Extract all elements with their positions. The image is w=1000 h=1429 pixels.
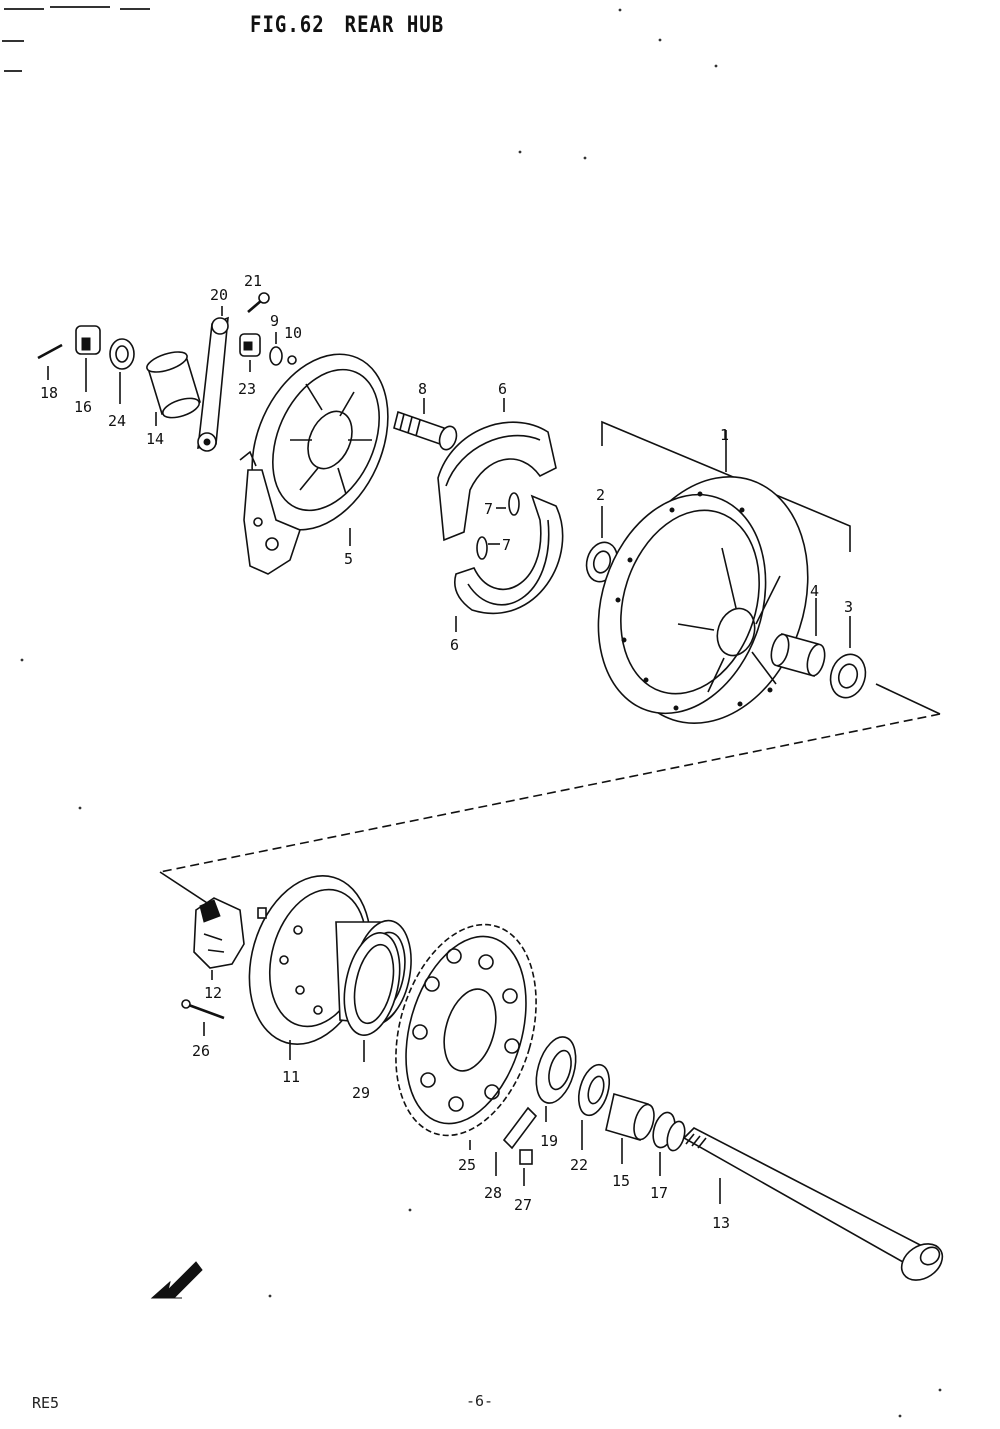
part-27-nut: 27 [514, 1149, 533, 1214]
part-21-bolt: 21 [244, 272, 270, 313]
svg-text:27: 27 [514, 1196, 532, 1214]
rear-hub-drum [597, 476, 809, 724]
svg-text:23: 23 [238, 380, 256, 398]
svg-text:29: 29 [352, 1084, 370, 1102]
part-15-collar: 15 [605, 1092, 655, 1190]
svg-text:2: 2 [596, 486, 605, 504]
part-13-axle: 13 [682, 1127, 944, 1281]
part-1-hub-assembly-bracket: 1 [601, 420, 851, 552]
svg-text:11: 11 [282, 1068, 300, 1086]
part-19-bearing: 19 [535, 1036, 577, 1150]
svg-text:7: 7 [502, 536, 511, 554]
svg-text:18: 18 [40, 384, 58, 402]
part-28-lock-washer: 28 [484, 1106, 538, 1202]
part-7-spring-lower: 7 [476, 536, 511, 560]
page-number: -6- [466, 1392, 494, 1410]
front-direction-arrow-icon: F W D [150, 1261, 203, 1299]
svg-text:9: 9 [270, 312, 279, 330]
part-26-bolt: 26 [181, 999, 225, 1060]
part-14-spacer: 14 [146, 351, 201, 448]
part-3-oil-seal: 3 [829, 598, 867, 699]
part-24-washer: 24 [108, 338, 135, 430]
figure-title: FIG.62 REAR HUB [250, 12, 464, 37]
part-18-bolt: 18 [37, 343, 63, 402]
svg-text:20: 20 [210, 286, 228, 304]
part-6-brake-shoe-lower: 6 [450, 494, 564, 654]
part-9-washer: 9 [269, 312, 283, 366]
svg-text:22: 22 [570, 1156, 588, 1174]
part-10-pin: 10 [284, 324, 302, 365]
svg-text:19: 19 [540, 1132, 558, 1150]
part-22-oil-seal: 22 [570, 1063, 611, 1174]
svg-text:26: 26 [192, 1042, 210, 1060]
part-5-brake-panel: 5 [239, 353, 389, 575]
svg-text:25: 25 [458, 1156, 476, 1174]
svg-text:28: 28 [484, 1184, 502, 1202]
svg-text:21: 21 [244, 272, 262, 290]
svg-text:24: 24 [108, 412, 126, 430]
assembly-guide-line [159, 683, 941, 919]
part-17-spacer: 17 [650, 1111, 686, 1202]
svg-text:10: 10 [284, 324, 302, 342]
svg-text:13: 13 [712, 1214, 730, 1232]
svg-text:8: 8 [418, 380, 427, 398]
svg-text:6: 6 [498, 380, 507, 398]
part-25-rear-sprocket: 25 [395, 923, 537, 1174]
svg-text:12: 12 [204, 984, 222, 1002]
figure-number: FIG.62 [250, 12, 325, 38]
svg-text:7: 7 [484, 500, 493, 518]
figure-name: REAR HUB [344, 12, 445, 38]
svg-text:14: 14 [146, 430, 164, 448]
scan-noise [2, 6, 942, 1418]
part-6-brake-shoe-upper: 6 [437, 380, 557, 542]
svg-text:4: 4 [810, 582, 819, 600]
svg-text:1: 1 [720, 426, 729, 444]
part-12-damper: 12 [193, 897, 245, 1002]
part-20-torque-link: 20 [197, 286, 229, 452]
svg-text:5: 5 [344, 550, 353, 568]
part-23-nut: 23 [238, 333, 261, 398]
part-8-brake-cam: 8 [393, 380, 458, 451]
svg-text:3: 3 [844, 598, 853, 616]
model-code: RE5 [32, 1394, 60, 1412]
part-4-spacer: 4 [770, 582, 826, 678]
svg-text:6: 6 [450, 636, 459, 654]
part-7-spring-upper: 7 [484, 492, 520, 518]
part-29-ring: 29 [343, 932, 401, 1102]
svg-text:17: 17 [650, 1184, 668, 1202]
part-16-nut: 16 [74, 325, 101, 416]
svg-text:16: 16 [74, 398, 92, 416]
svg-text:15: 15 [612, 1172, 630, 1190]
